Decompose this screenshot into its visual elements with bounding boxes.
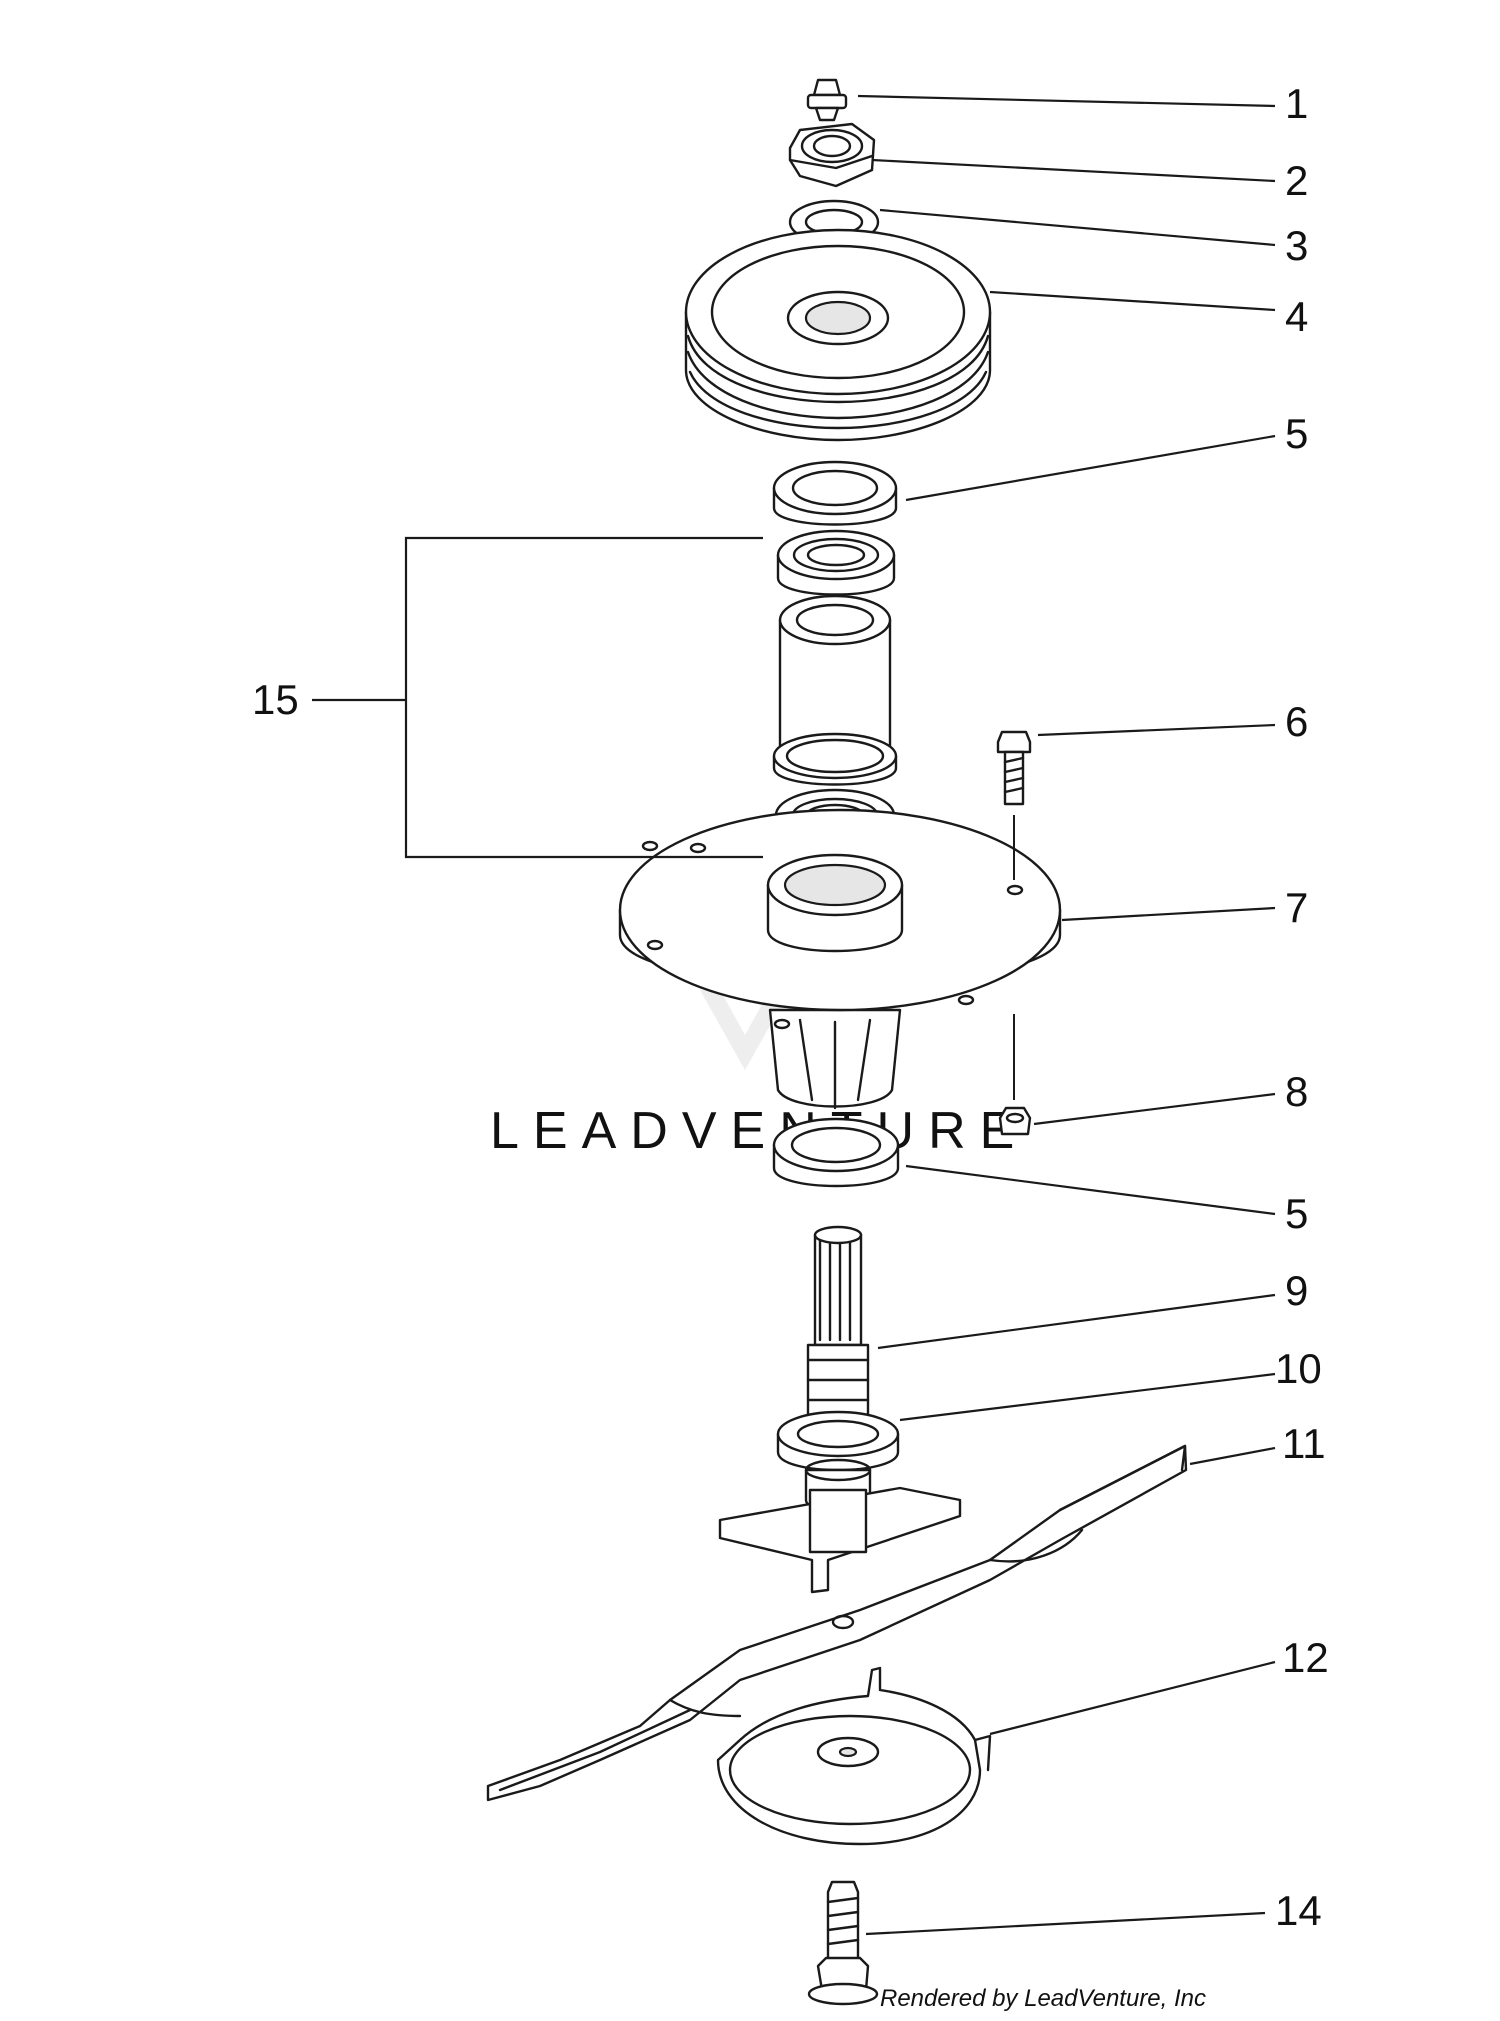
callout-14: 14 bbox=[1275, 1887, 1322, 1934]
callout-9: 9 bbox=[1285, 1267, 1308, 1314]
leader-lines bbox=[312, 94, 1276, 1936]
part-hex-nut bbox=[788, 122, 876, 188]
watermark-text: LEADVENTURE bbox=[490, 1102, 1028, 1160]
part-pulley bbox=[684, 228, 992, 442]
callout-5-lower: 5 bbox=[1285, 1190, 1308, 1237]
part-spacer-lower bbox=[772, 1117, 900, 1188]
part-spindle-housing bbox=[618, 808, 1062, 1110]
callout-2: 2 bbox=[1285, 157, 1308, 204]
callout-6: 6 bbox=[1285, 698, 1308, 745]
callout-12: 12 bbox=[1282, 1634, 1329, 1681]
callout-11: 11 bbox=[1282, 1420, 1326, 1467]
callout-8: 8 bbox=[1285, 1068, 1308, 1115]
callout-5-upper: 5 bbox=[1285, 410, 1308, 457]
callout-numbers: 1 2 3 4 5 15 6 7 8 5 9 10 11 12 14 bbox=[252, 80, 1329, 1934]
callout-7: 7 bbox=[1285, 884, 1308, 931]
callout-1: 1 bbox=[1285, 80, 1308, 127]
part-bolt bbox=[996, 730, 1032, 880]
part-bearing-assembly bbox=[772, 529, 898, 856]
part-blade-bolt bbox=[807, 1880, 879, 2006]
part-grease-fitting bbox=[806, 78, 848, 122]
part-flange-nut bbox=[998, 1014, 1032, 1136]
callout-15: 15 bbox=[252, 676, 299, 723]
bracket-15 bbox=[404, 536, 763, 859]
part-blade bbox=[486, 1444, 1188, 1802]
callout-10: 10 bbox=[1275, 1345, 1322, 1392]
part-spacer-upper bbox=[772, 460, 898, 526]
callout-3: 3 bbox=[1285, 222, 1308, 269]
callout-4: 4 bbox=[1285, 293, 1308, 340]
part-blade-guard bbox=[716, 1666, 992, 1846]
render-credit: Rendered by LeadVenture, Inc bbox=[880, 1985, 1206, 2012]
